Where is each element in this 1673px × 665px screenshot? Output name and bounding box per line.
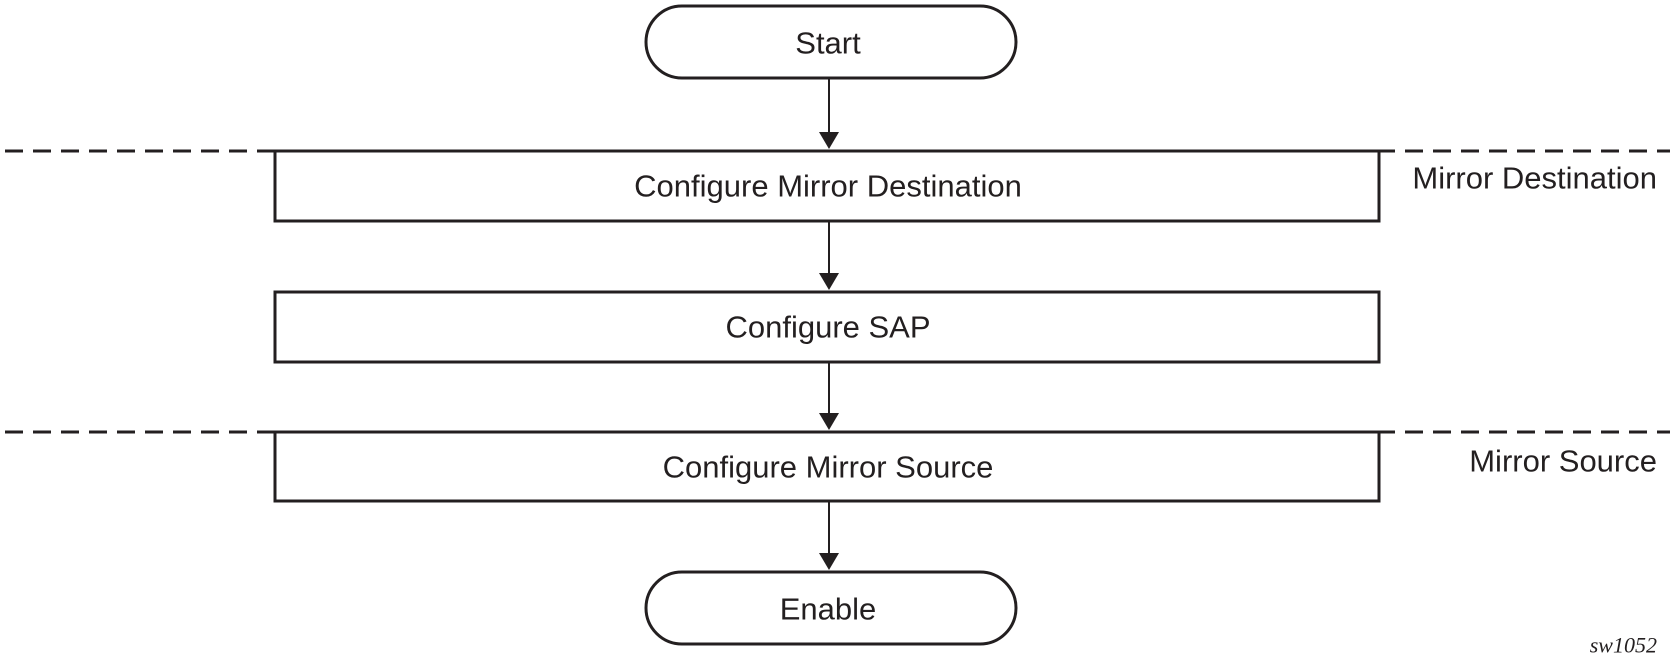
enable-node: Enable: [644, 570, 1018, 646]
arrowhead: [819, 553, 839, 570]
start-node: Start: [644, 4, 1018, 80]
configure-mirror-source-label: Configure Mirror Source: [663, 450, 994, 485]
configure-mirror-destination-node: Configure Mirror Destination: [273, 149, 1381, 223]
start-label: Start: [795, 26, 861, 61]
arrowhead: [819, 132, 839, 149]
connector-sap-to-source: [819, 362, 839, 430]
connector-destination-to-sap: [819, 221, 839, 290]
arrowhead: [819, 413, 839, 430]
arrowhead: [819, 273, 839, 290]
configure-sap-label: Configure SAP: [725, 310, 930, 345]
mirror-source-section-label: Mirror Source: [1469, 444, 1657, 479]
configure-mirror-destination-label: Configure Mirror Destination: [634, 169, 1022, 204]
connector-start-to-destination: [819, 78, 839, 149]
configure-mirror-source-node: Configure Mirror Source: [273, 430, 1381, 503]
enable-label: Enable: [780, 592, 877, 627]
configure-sap-node: Configure SAP: [273, 290, 1381, 364]
mirror-destination-section-label: Mirror Destination: [1412, 161, 1657, 196]
connector-source-to-enable: [819, 501, 839, 570]
figure-id-label: sw1052: [1590, 633, 1657, 658]
